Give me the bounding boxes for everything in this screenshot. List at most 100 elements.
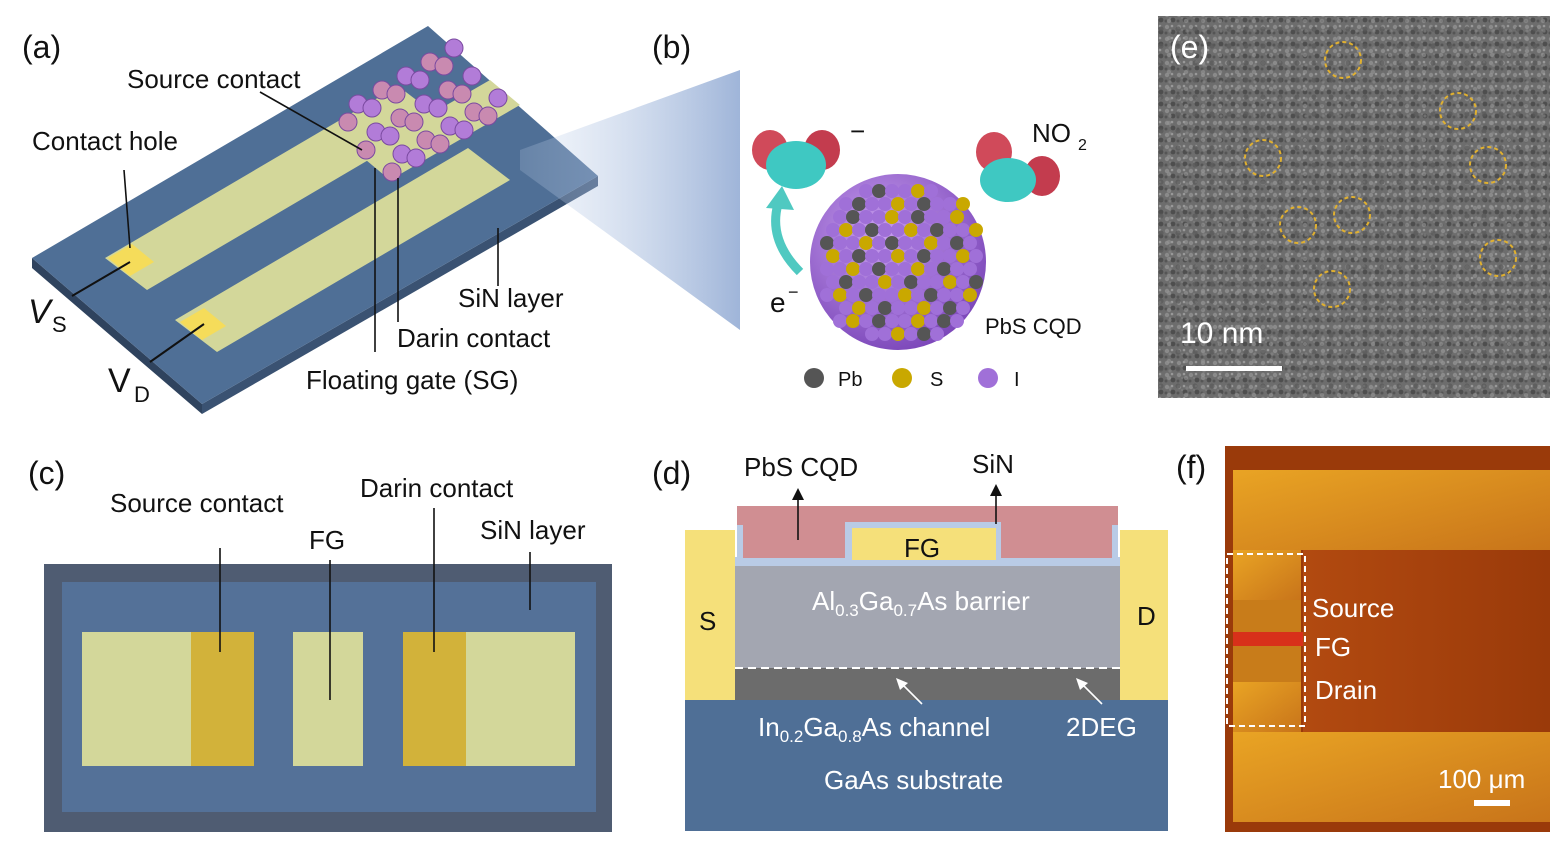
atom <box>904 197 918 211</box>
atom <box>937 236 951 250</box>
d-substrate <box>685 700 1168 831</box>
quantum-dot-array <box>338 38 508 182</box>
atom <box>865 327 879 341</box>
a-sin-layer-label: SiN layer <box>458 283 564 313</box>
atom <box>885 236 899 250</box>
d-substrate-label: GaAs substrate <box>824 765 1003 795</box>
atom <box>820 288 834 302</box>
atom <box>885 288 899 302</box>
no2-molecule-left <box>752 130 840 189</box>
quantum-dot <box>454 120 474 140</box>
panel-e-tag: (e) <box>1170 29 1209 65</box>
d-drain-pad <box>1120 530 1168 700</box>
c-fg-pad <box>293 632 363 766</box>
atom <box>956 275 970 289</box>
atom <box>904 275 918 289</box>
atom <box>833 288 847 302</box>
atom <box>917 327 931 341</box>
legend-pb: Pb <box>838 369 862 391</box>
panel-a: (a) Source contact Contact hole SiN laye… <box>22 26 598 414</box>
d-fg-block <box>852 528 996 560</box>
atom <box>859 210 873 224</box>
atom <box>911 314 925 328</box>
atom <box>904 301 918 315</box>
atom <box>833 210 847 224</box>
atom <box>859 314 873 328</box>
d-barrier <box>735 566 1120 668</box>
atom <box>859 236 873 250</box>
panel-f-tag: (f) <box>1176 449 1206 485</box>
a-vs-label: V <box>28 293 54 331</box>
atom <box>846 210 860 224</box>
atom <box>865 249 879 263</box>
atom <box>950 236 964 250</box>
atom <box>950 288 964 302</box>
atom <box>839 249 853 263</box>
atom <box>865 301 879 315</box>
atom <box>891 197 905 211</box>
atom <box>963 236 977 250</box>
atom <box>872 236 886 250</box>
a-drain-contact-label: Darin contact <box>397 323 551 353</box>
atom <box>937 314 951 328</box>
atom <box>911 288 925 302</box>
a-floating-gate-label: Floating gate (SG) <box>306 365 518 395</box>
a-contact-hole-label: Contact hole <box>32 126 178 156</box>
a-vs-sub: S <box>52 312 67 337</box>
atom <box>917 249 931 263</box>
quantum-dot <box>338 112 358 132</box>
f-drain-contact <box>1233 646 1301 682</box>
atom <box>969 223 983 237</box>
atom <box>963 262 977 276</box>
atom <box>852 275 866 289</box>
atom <box>839 223 853 237</box>
atom <box>878 301 892 315</box>
f-source-finger <box>1233 550 1301 600</box>
quantum-dot <box>462 66 482 86</box>
atom <box>878 249 892 263</box>
f-scale-bar <box>1474 800 1510 806</box>
atom <box>924 314 938 328</box>
atom <box>930 327 944 341</box>
atom <box>956 223 970 237</box>
panel-d-tag: (d) <box>652 455 691 491</box>
quantum-dot <box>444 38 464 58</box>
atom <box>891 223 905 237</box>
atom <box>852 197 866 211</box>
atom <box>969 249 983 263</box>
atom <box>872 184 886 198</box>
atom <box>859 184 873 198</box>
e-scale-bar <box>1186 366 1282 371</box>
atom <box>924 210 938 224</box>
a-vd-label: V <box>108 362 131 400</box>
panel-f: (f) Source FG Drain 100 μm <box>1176 446 1550 832</box>
atom <box>943 223 957 237</box>
quantum-dot <box>428 98 448 118</box>
f-source-contact <box>1233 600 1301 632</box>
atom <box>930 197 944 211</box>
quantum-dot <box>382 162 402 182</box>
atom <box>820 262 834 276</box>
panel-c-tag: (c) <box>28 455 65 491</box>
atom <box>891 327 905 341</box>
atom <box>872 262 886 276</box>
f-bottom-pad <box>1233 732 1550 822</box>
panel-e: (e) 10 nm <box>1158 16 1550 398</box>
atom <box>898 288 912 302</box>
atom <box>833 262 847 276</box>
c-drain-contact <box>403 632 466 766</box>
f-zoom-box <box>1226 553 1306 727</box>
atom <box>898 184 912 198</box>
atom <box>956 197 970 211</box>
b-no2-label: NO <box>1032 118 1071 148</box>
quantum-dot <box>362 98 382 118</box>
quantum-dot <box>434 56 454 76</box>
atom <box>872 288 886 302</box>
atom <box>911 262 925 276</box>
atom <box>859 288 873 302</box>
f-dark-region <box>1303 550 1550 732</box>
atom <box>937 210 951 224</box>
atom <box>930 301 944 315</box>
atom <box>859 262 873 276</box>
atom <box>963 288 977 302</box>
